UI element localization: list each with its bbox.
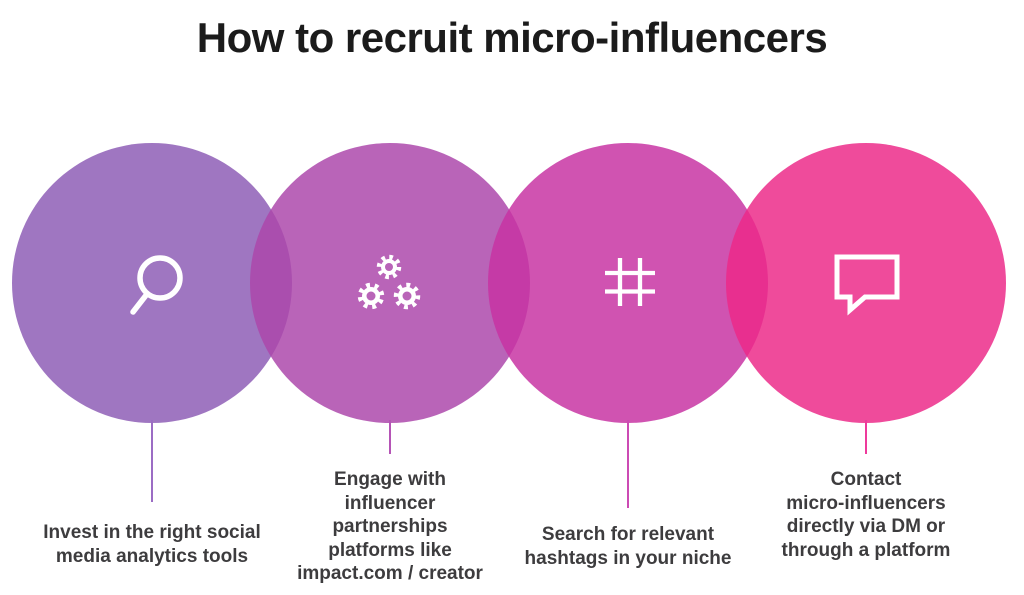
step-label-4: Contact micro-influencers directly via D… [781, 469, 951, 561]
page-title: How to recruit micro-influencers [196, 14, 828, 61]
magnifier-icon [130, 255, 183, 315]
step-label-1: Invest in the right social media analyti… [43, 522, 261, 567]
step-circle-4 [726, 143, 1006, 423]
gears-icon [357, 254, 421, 310]
step-circle-3 [488, 143, 768, 423]
step-circle-1 [12, 143, 292, 423]
step-label-3: Search for relevant hashtags in your nic… [524, 524, 732, 569]
step-label-2: Engage with influencer partnerships plat… [297, 469, 483, 584]
hashtag-icon [605, 258, 655, 306]
speech-bubble-icon [834, 254, 900, 316]
step-circle-2 [250, 143, 530, 423]
